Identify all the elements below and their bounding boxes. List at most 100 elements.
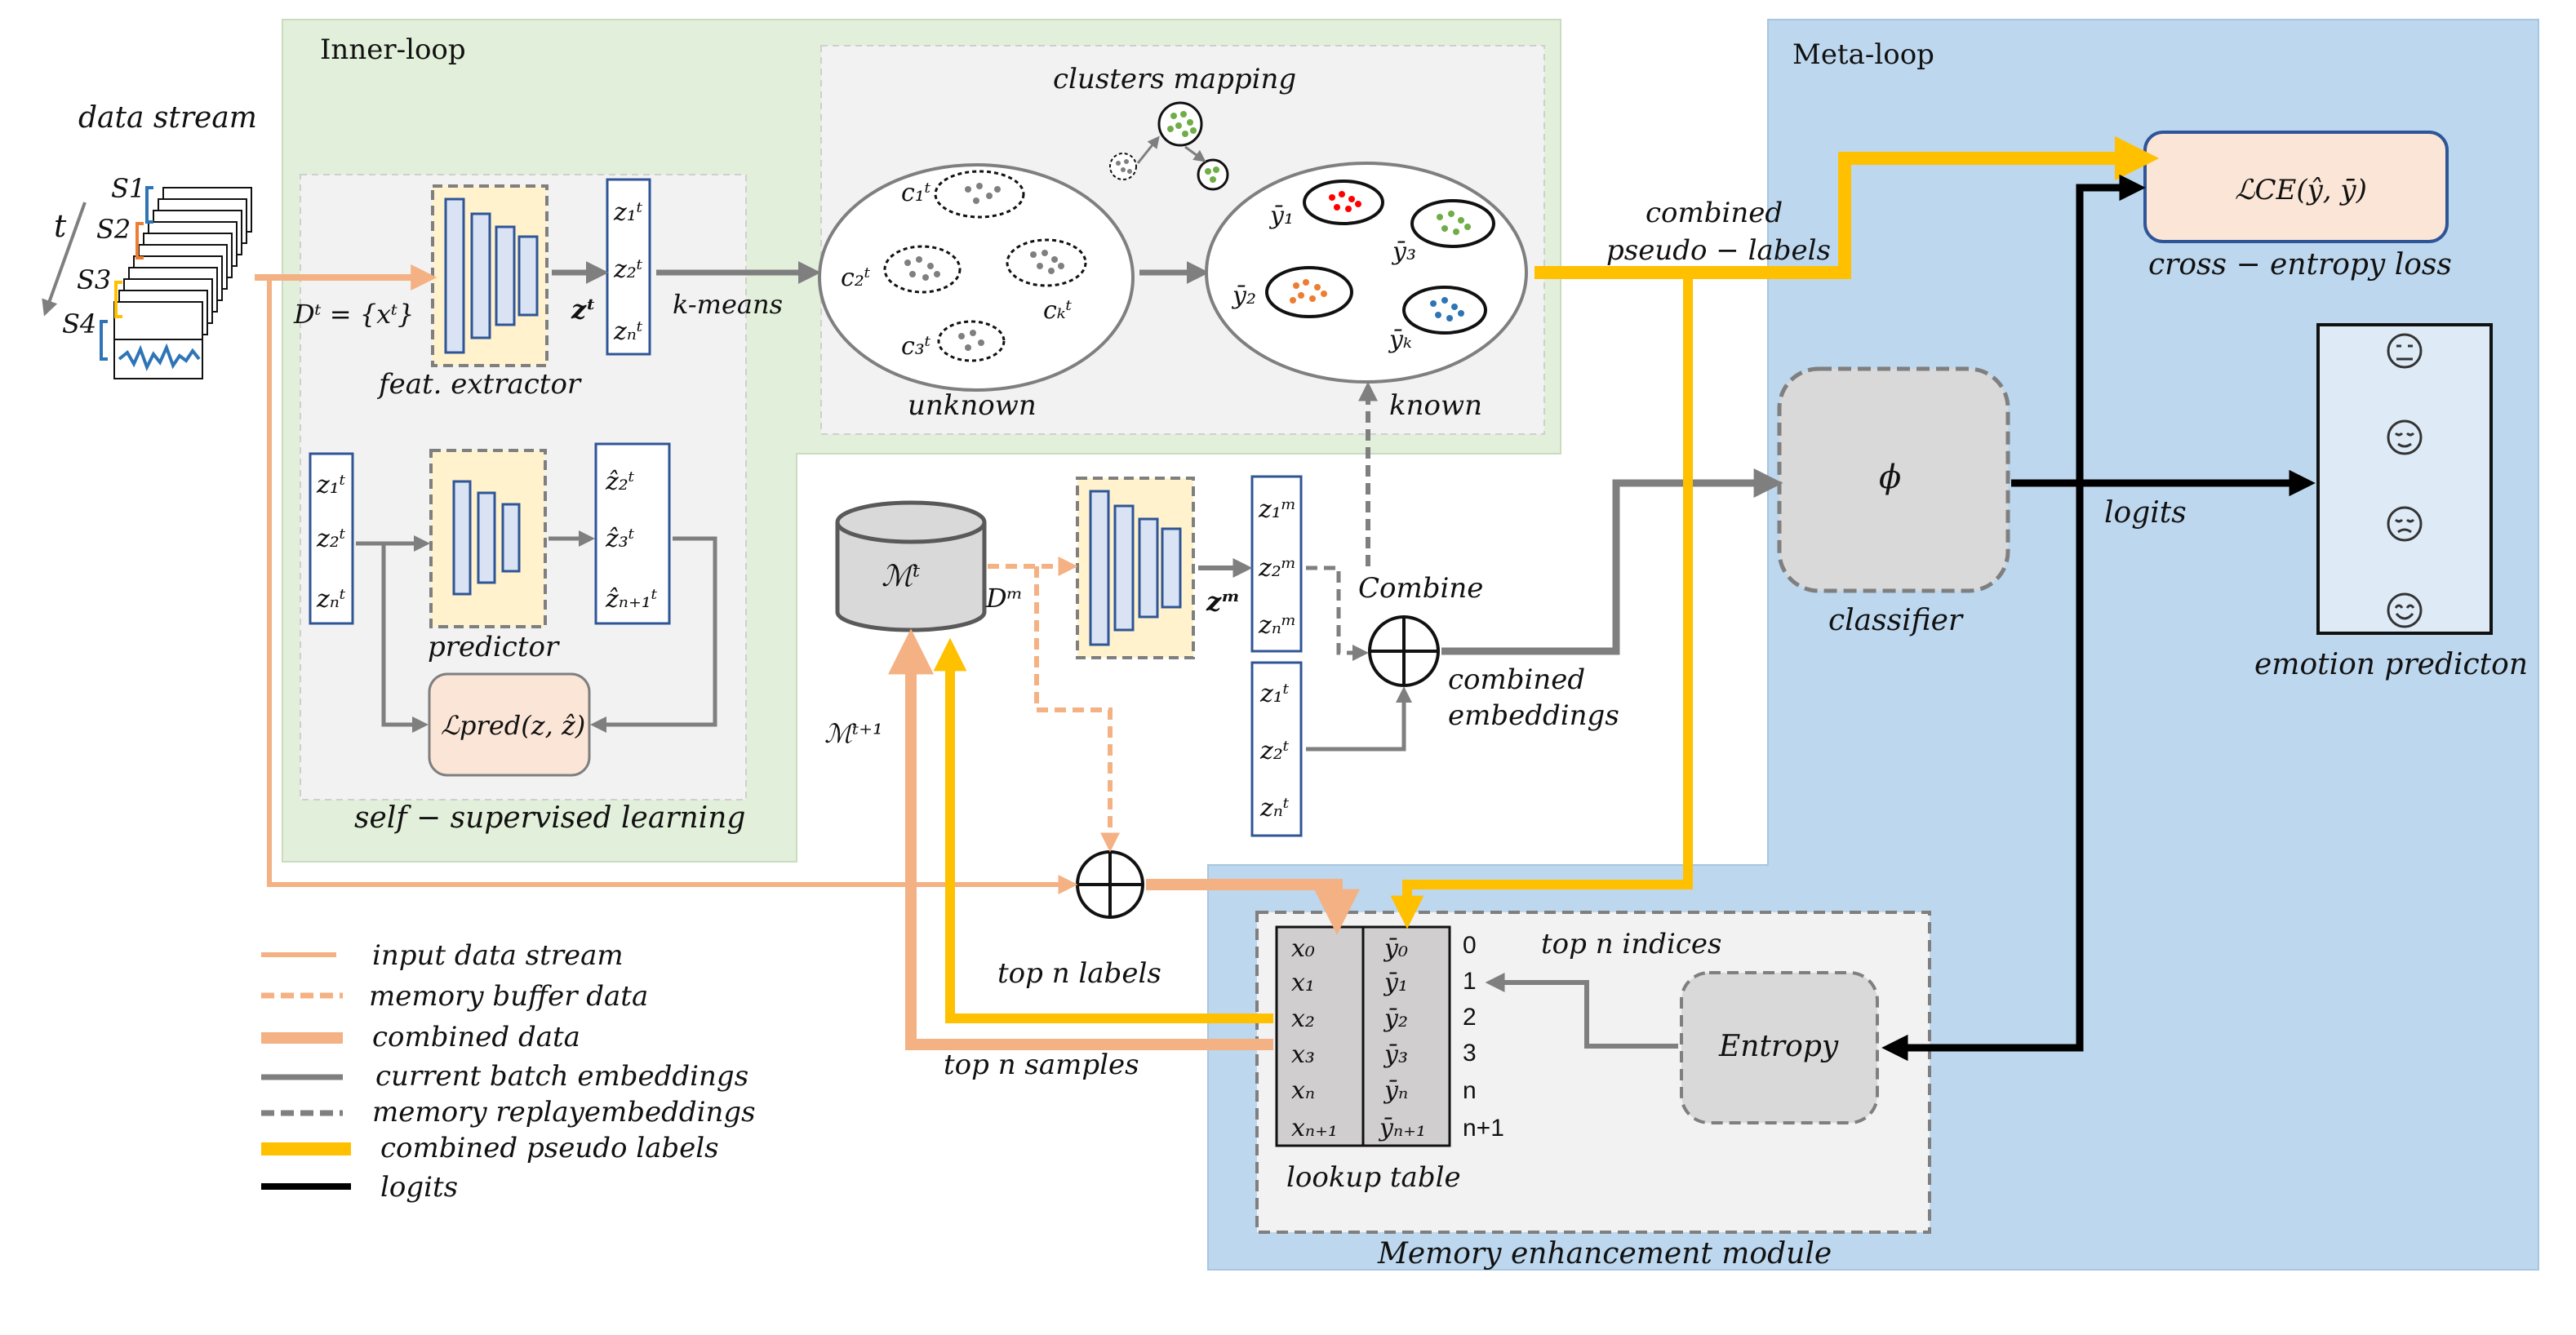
relieved-face-icon <box>2387 419 2423 455</box>
svg-text:ȳ₂: ȳ₂ <box>1383 1005 1408 1033</box>
inner-loop-title: Inner-loop <box>320 33 466 66</box>
svg-text:zₙᵗ: zₙᵗ <box>613 317 643 346</box>
svg-text:xₙ₊₁: xₙ₊₁ <box>1291 1114 1338 1142</box>
svg-text:3: 3 <box>1463 1040 1477 1067</box>
svg-text:z₁ᵗ: z₁ᵗ <box>316 471 346 499</box>
dataset-label: Dᵗ = {xᵗ} <box>293 299 414 330</box>
svg-text:pseudo − labels: pseudo − labels <box>1606 234 1831 267</box>
svg-text:cₖᵗ: cₖᵗ <box>1043 296 1073 325</box>
svg-text:ẑ₂ᵗ: ẑ₂ᵗ <box>605 468 635 496</box>
svg-text:ȳₙ: ȳₙ <box>1383 1076 1408 1105</box>
predictor-network: predictor <box>428 449 560 663</box>
svg-text:0: 0 <box>1463 932 1477 959</box>
stream-s2: S2 <box>96 214 131 245</box>
classifier-box: ϕ <box>1777 366 2010 593</box>
svg-text:c₂ᵗ: c₂ᵗ <box>841 264 871 292</box>
svg-text:x₁: x₁ <box>1291 969 1315 997</box>
svg-text:ȳ₁: ȳ₁ <box>1268 202 1294 230</box>
neutral-face-icon <box>2387 333 2423 369</box>
combine-label: Combine <box>1358 572 1483 605</box>
stream-frames <box>113 187 252 379</box>
svg-text:ȳₖ: ȳₖ <box>1388 326 1412 354</box>
svg-text:c₃ᵗ: c₃ᵗ <box>901 332 931 361</box>
entropy-box: Entropy <box>1680 971 1879 1124</box>
legend-label: input data stream <box>372 939 624 972</box>
stream-s3: S3 <box>77 264 111 295</box>
svg-text:x₂: x₂ <box>1291 1005 1315 1033</box>
arrow-pseudo-labels-to-table <box>1390 273 1693 929</box>
svg-text:z₂ᵗ: z₂ᵗ <box>316 525 346 553</box>
clusters-mapping: clusters mapping <box>1053 63 1296 191</box>
zt-current-vector: z₁ᵗ z₂ᵗ zₙᵗ <box>1250 661 1303 837</box>
lookup-table: x₀ x₁ x₂ x₃ xₙ xₙ₊₁ ȳ₀ ȳ₁ ȳ₂ ȳ₃ ȳₙ ȳₙ₊₁ … <box>1275 925 1504 1194</box>
svg-text:n: n <box>1463 1077 1477 1104</box>
predictor-input-vector: z₁ᵗ z₂ᵗ zₙᵗ <box>309 452 354 625</box>
svg-text:zₙᵗ: zₙᵗ <box>1259 794 1290 823</box>
memory-next-label: ℳᵗ⁺¹ <box>824 718 883 749</box>
svg-text:ẑ₃ᵗ: ẑ₃ᵗ <box>605 525 635 553</box>
svg-text:z₁ᵗ: z₁ᵗ <box>613 198 643 227</box>
arrow-input-to-combine <box>267 277 1078 894</box>
svg-text:z₂ᵗ: z₂ᵗ <box>1259 737 1290 765</box>
memory-data-label: Dᵐ <box>985 583 1023 614</box>
arrow-zt-to-combine <box>1306 685 1412 752</box>
svg-text:1: 1 <box>1463 968 1477 995</box>
classifier-label: classifier <box>1828 604 1964 637</box>
svg-text:x₃: x₃ <box>1291 1040 1315 1069</box>
zt-vector: z₁ᵗ z₂ᵗ zₙᵗ <box>606 178 651 356</box>
svg-text:z₂ᵗ: z₂ᵗ <box>613 255 643 284</box>
legend-label: current batch embeddings <box>375 1060 748 1093</box>
feat-extractor-label: feat. extractor <box>376 368 582 401</box>
predictor-output-vector: ẑ₂ᵗ ẑ₃ᵗ ẑₙ₊₁ᵗ <box>594 442 671 625</box>
feature-extractor: feat. extractor <box>376 184 582 401</box>
legend-label: memory buffer data <box>369 980 648 1013</box>
smiling-face-icon <box>2387 592 2423 628</box>
arrow-zm-to-combine <box>1306 565 1370 661</box>
svg-text:ȳ₁: ȳ₁ <box>1383 969 1408 997</box>
legend-label: combined data <box>372 1021 580 1053</box>
time-label: t <box>54 208 67 244</box>
predictor-arrows <box>356 530 717 733</box>
arrow-logits-loop <box>1881 174 2146 1062</box>
sad-face-icon <box>2387 506 2423 542</box>
svg-text:zₙᵗ: zₙᵗ <box>316 585 346 614</box>
legend: input data stream memory buffer data com… <box>261 939 756 1204</box>
top-labels-label: top n labels <box>997 957 1161 990</box>
arrow-combined-data <box>1146 879 1360 935</box>
svg-text:embeddings: embeddings <box>1448 699 1619 732</box>
svg-text:ȳ₀: ȳ₀ <box>1383 934 1408 963</box>
arrow-entropy-to-table <box>1485 973 1678 1049</box>
svg-text:2: 2 <box>1463 1004 1477 1031</box>
prediction-loss: ℒpred(z, ẑ) <box>441 710 585 741</box>
meta-loop-title: Meta-loop <box>1792 38 1934 71</box>
legend-label: memory replayembeddings <box>372 1096 756 1129</box>
arrow-combined-embeddings <box>1441 468 1783 655</box>
arrow-memory-to-combine <box>1034 566 1120 853</box>
arrow-top-labels <box>933 637 1273 1023</box>
svg-text:combined: combined <box>1646 197 1783 229</box>
svg-text:ȳ₂: ȳ₂ <box>1231 282 1256 310</box>
emotion-label: emotion predicton <box>2254 648 2528 681</box>
svg-text:xₙ: xₙ <box>1291 1076 1315 1105</box>
ce-loss-label: cross − entropy loss <box>2148 248 2452 282</box>
svg-text:n+1: n+1 <box>1463 1115 1504 1142</box>
svg-text:ȳₙ₊₁: ȳₙ₊₁ <box>1378 1114 1426 1142</box>
arrow-top-samples <box>888 628 1273 1050</box>
logits-label: logits <box>2104 496 2187 530</box>
memory-module-title: Memory enhancement module <box>1377 1237 1832 1271</box>
combine-operator <box>1368 615 1440 687</box>
stream-s4: S4 <box>62 308 96 339</box>
entropy-label: Entropy <box>1718 1030 1839 1063</box>
zm-vector: z₁ᵐ z₂ᵐ zₙᵐ <box>1250 475 1303 653</box>
legend-label: combined pseudo labels <box>380 1132 719 1164</box>
memory-buffer-label: ℳᵗ <box>882 560 920 593</box>
predictor-label: predictor <box>428 631 560 663</box>
legend-label: logits <box>380 1171 458 1204</box>
known-label: known <box>1389 389 1482 422</box>
top-indices-label: top n indices <box>1541 928 1721 960</box>
stream-s1: S1 <box>111 173 145 204</box>
svg-text:zₙᵐ: zₙᵐ <box>1258 611 1296 640</box>
svg-text:z₁ᵗ: z₁ᵗ <box>1259 680 1290 708</box>
svg-text:ẑₙ₊₁ᵗ: ẑₙ₊₁ᵗ <box>605 585 658 614</box>
